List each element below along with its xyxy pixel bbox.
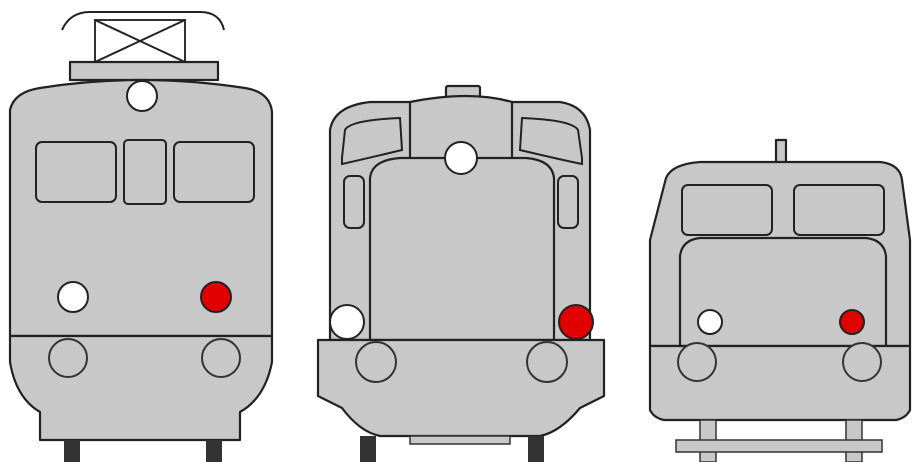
right-tail-light [201, 282, 231, 312]
right-tail-light [559, 305, 593, 339]
right-buffer [202, 339, 240, 377]
right-window [794, 185, 884, 235]
left-headlight [58, 282, 88, 312]
left-window [36, 142, 116, 202]
right-window [174, 142, 254, 202]
right-tail-light [840, 310, 864, 334]
diesel-shunter [318, 86, 604, 462]
top-headlight [127, 81, 157, 111]
left-buffer [678, 343, 716, 381]
left-window [682, 185, 772, 235]
left-buffer [49, 339, 87, 377]
shunter-hood [370, 158, 554, 340]
left-headlight [698, 310, 722, 334]
center-window [124, 140, 166, 204]
top-headlight [445, 142, 477, 174]
right-buffer [843, 343, 881, 381]
left-headlight [330, 305, 364, 339]
right-buffer [527, 342, 567, 382]
electric-locomotive [10, 12, 272, 462]
locomotive-body [10, 80, 272, 336]
railcar [650, 140, 910, 462]
left-buffer [356, 342, 396, 382]
pantograph [62, 12, 224, 80]
